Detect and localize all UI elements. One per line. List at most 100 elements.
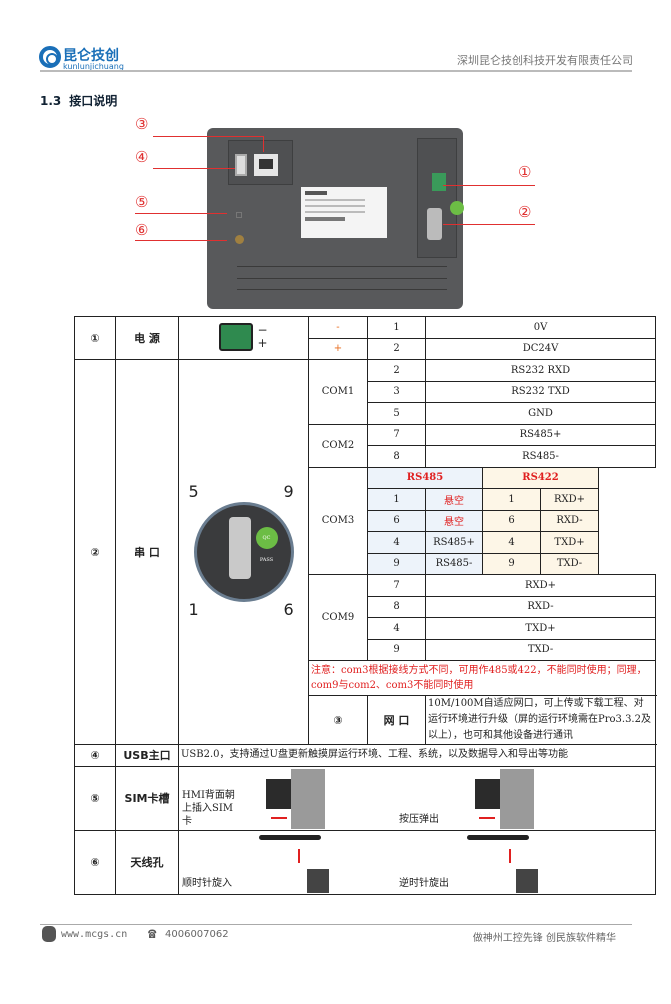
logo-subtext: kunlunjichuang xyxy=(63,62,124,71)
interface-table: ① 电 源 −+ - 1 0V + 2 DC24V ② 串 口 QC PASS … xyxy=(74,316,657,895)
table-row: + 2 DC24V xyxy=(75,337,657,360)
table-row: ⑤ SIM卡槽 HMI背面朝上插入SIM卡 按压弹出 xyxy=(74,765,657,831)
db9-port-image: QC PASS 5 9 1 6 xyxy=(178,359,309,745)
row-number: ⑤ xyxy=(74,765,116,831)
pin: 7 xyxy=(367,574,426,597)
antenna-socket-image xyxy=(516,868,538,893)
usb-port-icon xyxy=(235,154,247,176)
desc: RS485+ xyxy=(424,423,657,446)
row-name: 电 源 xyxy=(115,316,179,360)
pin: 1 xyxy=(367,316,426,339)
phone-icon: ☎ xyxy=(148,926,157,942)
pin: 2 xyxy=(367,359,426,382)
desc: 悬空 xyxy=(425,509,483,532)
website[interactable]: www.mcgs.cn xyxy=(61,929,128,940)
footer-divider xyxy=(40,924,632,925)
callout-5: ⑤ xyxy=(135,193,149,211)
desc: RXD+ xyxy=(424,574,657,597)
sim-illustration: HMI背面朝上插入SIM卡 按压弹出 xyxy=(177,765,657,831)
callout-6: ⑥ xyxy=(135,221,149,239)
desc: RS485- xyxy=(425,552,483,575)
pin: 7 xyxy=(367,423,426,446)
pin: 4 xyxy=(482,531,541,554)
pin: 1 xyxy=(367,488,426,511)
serial-note: 注意：com3根据接线方式不同，可用作485或422，不能同时使用；同理，com… xyxy=(307,660,657,696)
desc: GND xyxy=(424,402,657,425)
table-row: ① 电 源 −+ - 1 0V xyxy=(74,316,657,360)
slogan: 做神州工控先锋 创民族软件精华 xyxy=(472,933,616,944)
row-number: ⑥ xyxy=(74,829,116,895)
antenna-socket-image xyxy=(307,868,329,893)
phone-number: 4006007062 xyxy=(165,929,229,940)
desc: RS232 RXD xyxy=(424,359,657,382)
desc: TXD- xyxy=(540,552,599,575)
globe-icon xyxy=(42,926,56,942)
qc-pass-sticker: QC PASS xyxy=(255,527,278,563)
pin: 3 xyxy=(367,380,426,403)
row-number: ④ xyxy=(74,744,116,767)
pin: 9 xyxy=(367,638,426,661)
sign: - xyxy=(308,316,368,339)
table-row: ④ USB主口 USB2.0，支持通过U盘更新触摸屏运行环境、工程、系统，以及数… xyxy=(74,744,657,767)
vent-lines xyxy=(237,266,447,290)
pin-label: 1 xyxy=(188,600,199,619)
pin: 4 xyxy=(367,531,426,554)
sim-eject-text: 按压弹出 xyxy=(399,813,439,825)
pin-label: 9 xyxy=(283,482,294,501)
minus-label: − xyxy=(257,322,268,337)
power-terminal-icon xyxy=(432,173,446,191)
desc: RS485- xyxy=(424,445,657,468)
logo-icon xyxy=(39,46,61,68)
table-row: ⑥ 天线孔 顺时针旋入 逆时针旋出 xyxy=(74,829,657,895)
pin: 2 xyxy=(367,337,426,360)
antenna-in-text: 顺时针旋入 xyxy=(182,877,232,889)
callout-3: ③ xyxy=(135,115,149,133)
row-name: 串 口 xyxy=(115,359,179,745)
arrow-right-icon xyxy=(271,816,287,819)
arrow-left-icon xyxy=(479,816,495,819)
callout-2: ② xyxy=(518,203,532,221)
desc: TXD+ xyxy=(424,617,657,640)
hmi-edge-image xyxy=(500,768,534,829)
pin: 9 xyxy=(367,552,426,575)
row-number: ③ xyxy=(308,695,368,745)
desc: TXD- xyxy=(424,638,657,661)
antenna-image xyxy=(259,834,321,840)
desc: RS485+ xyxy=(425,531,483,554)
sign: + xyxy=(308,337,368,360)
product-label xyxy=(301,187,387,238)
desc: RS232 TXD xyxy=(424,380,657,403)
db9-port-icon xyxy=(427,208,442,240)
section-number: 1.3 xyxy=(40,94,62,108)
com-label: COM1 xyxy=(308,359,368,425)
company-name: 深圳昆仑技创科技开发有限责任公司 xyxy=(457,54,633,67)
desc: RXD- xyxy=(540,509,599,532)
row-name: SIM卡槽 xyxy=(115,765,179,831)
desc: RXD+ xyxy=(540,488,599,511)
table-row: ② 串 口 QC PASS 5 9 1 6 COM1 2 RS232 RXD xyxy=(74,359,657,745)
qc-pass-sticker xyxy=(450,201,464,215)
row-number: ① xyxy=(74,316,116,360)
logo-text: 昆仑技创 xyxy=(63,48,119,64)
pin-label: 6 xyxy=(283,600,294,619)
header-divider xyxy=(40,70,632,72)
pin-label: 5 xyxy=(188,482,199,501)
arrow-up-icon xyxy=(509,848,511,863)
pin: 5 xyxy=(367,402,426,425)
row-name: 天线孔 xyxy=(115,829,179,895)
hmi-edge-image xyxy=(291,768,325,829)
callout-4: ④ xyxy=(135,148,149,166)
arrow-down-icon xyxy=(298,848,300,863)
antenna-illustration: 顺时针旋入 逆时针旋出 xyxy=(177,829,657,895)
com-label: COM9 xyxy=(308,574,368,661)
antenna-image xyxy=(467,834,529,840)
pin: 1 xyxy=(482,488,541,511)
lan-port-icon xyxy=(254,154,278,176)
desc: 悬空 xyxy=(425,488,483,511)
